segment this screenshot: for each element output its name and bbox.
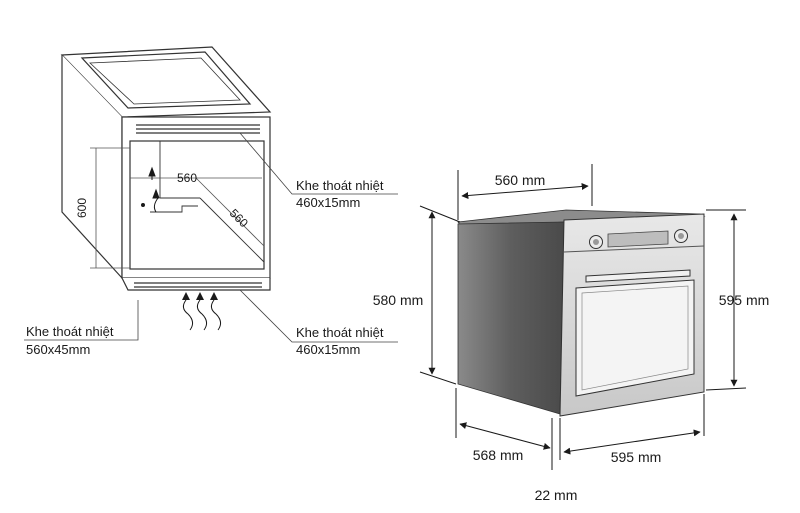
oven-side bbox=[457, 221, 565, 415]
oven-height-left-label: 580 mm bbox=[373, 292, 424, 308]
vent-top-size: 460x15mm bbox=[296, 195, 360, 210]
oven-depth-label: 568 mm bbox=[473, 447, 524, 463]
oven-window bbox=[575, 279, 695, 397]
oven-height-right-label: 595 mm bbox=[719, 292, 770, 308]
cabinet-front bbox=[121, 116, 271, 279]
leader-lines bbox=[24, 132, 398, 343]
oven-door-thickness-label: 22 mm bbox=[535, 487, 578, 503]
vent-base-title: Khe thoát nhiệt bbox=[26, 324, 114, 339]
cabinet-base bbox=[121, 277, 271, 291]
vent-bottom-title: Khe thoát nhiệt bbox=[296, 325, 384, 340]
oven-width-bottom-label: 595 mm bbox=[611, 449, 662, 465]
vent-base-size: 560x45mm bbox=[26, 342, 90, 357]
cabinet-opening bbox=[129, 140, 265, 270]
cabinet-height-label: 600 bbox=[75, 198, 89, 218]
cabinet-width-label: 560 bbox=[177, 171, 197, 185]
oven-display bbox=[607, 230, 669, 248]
oven-handle bbox=[585, 269, 691, 283]
airflow-inner bbox=[141, 166, 160, 213]
oven-dimensions bbox=[419, 164, 747, 470]
oven-width-top-label: 560 mm bbox=[495, 172, 546, 188]
airflow-below bbox=[182, 299, 222, 331]
vent-bottom-size: 460x15mm bbox=[296, 342, 360, 357]
oven-drawing bbox=[457, 209, 706, 417]
vent-top-title: Khe thoát nhiệt bbox=[296, 178, 384, 193]
cabinet-drawing bbox=[60, 46, 272, 291]
